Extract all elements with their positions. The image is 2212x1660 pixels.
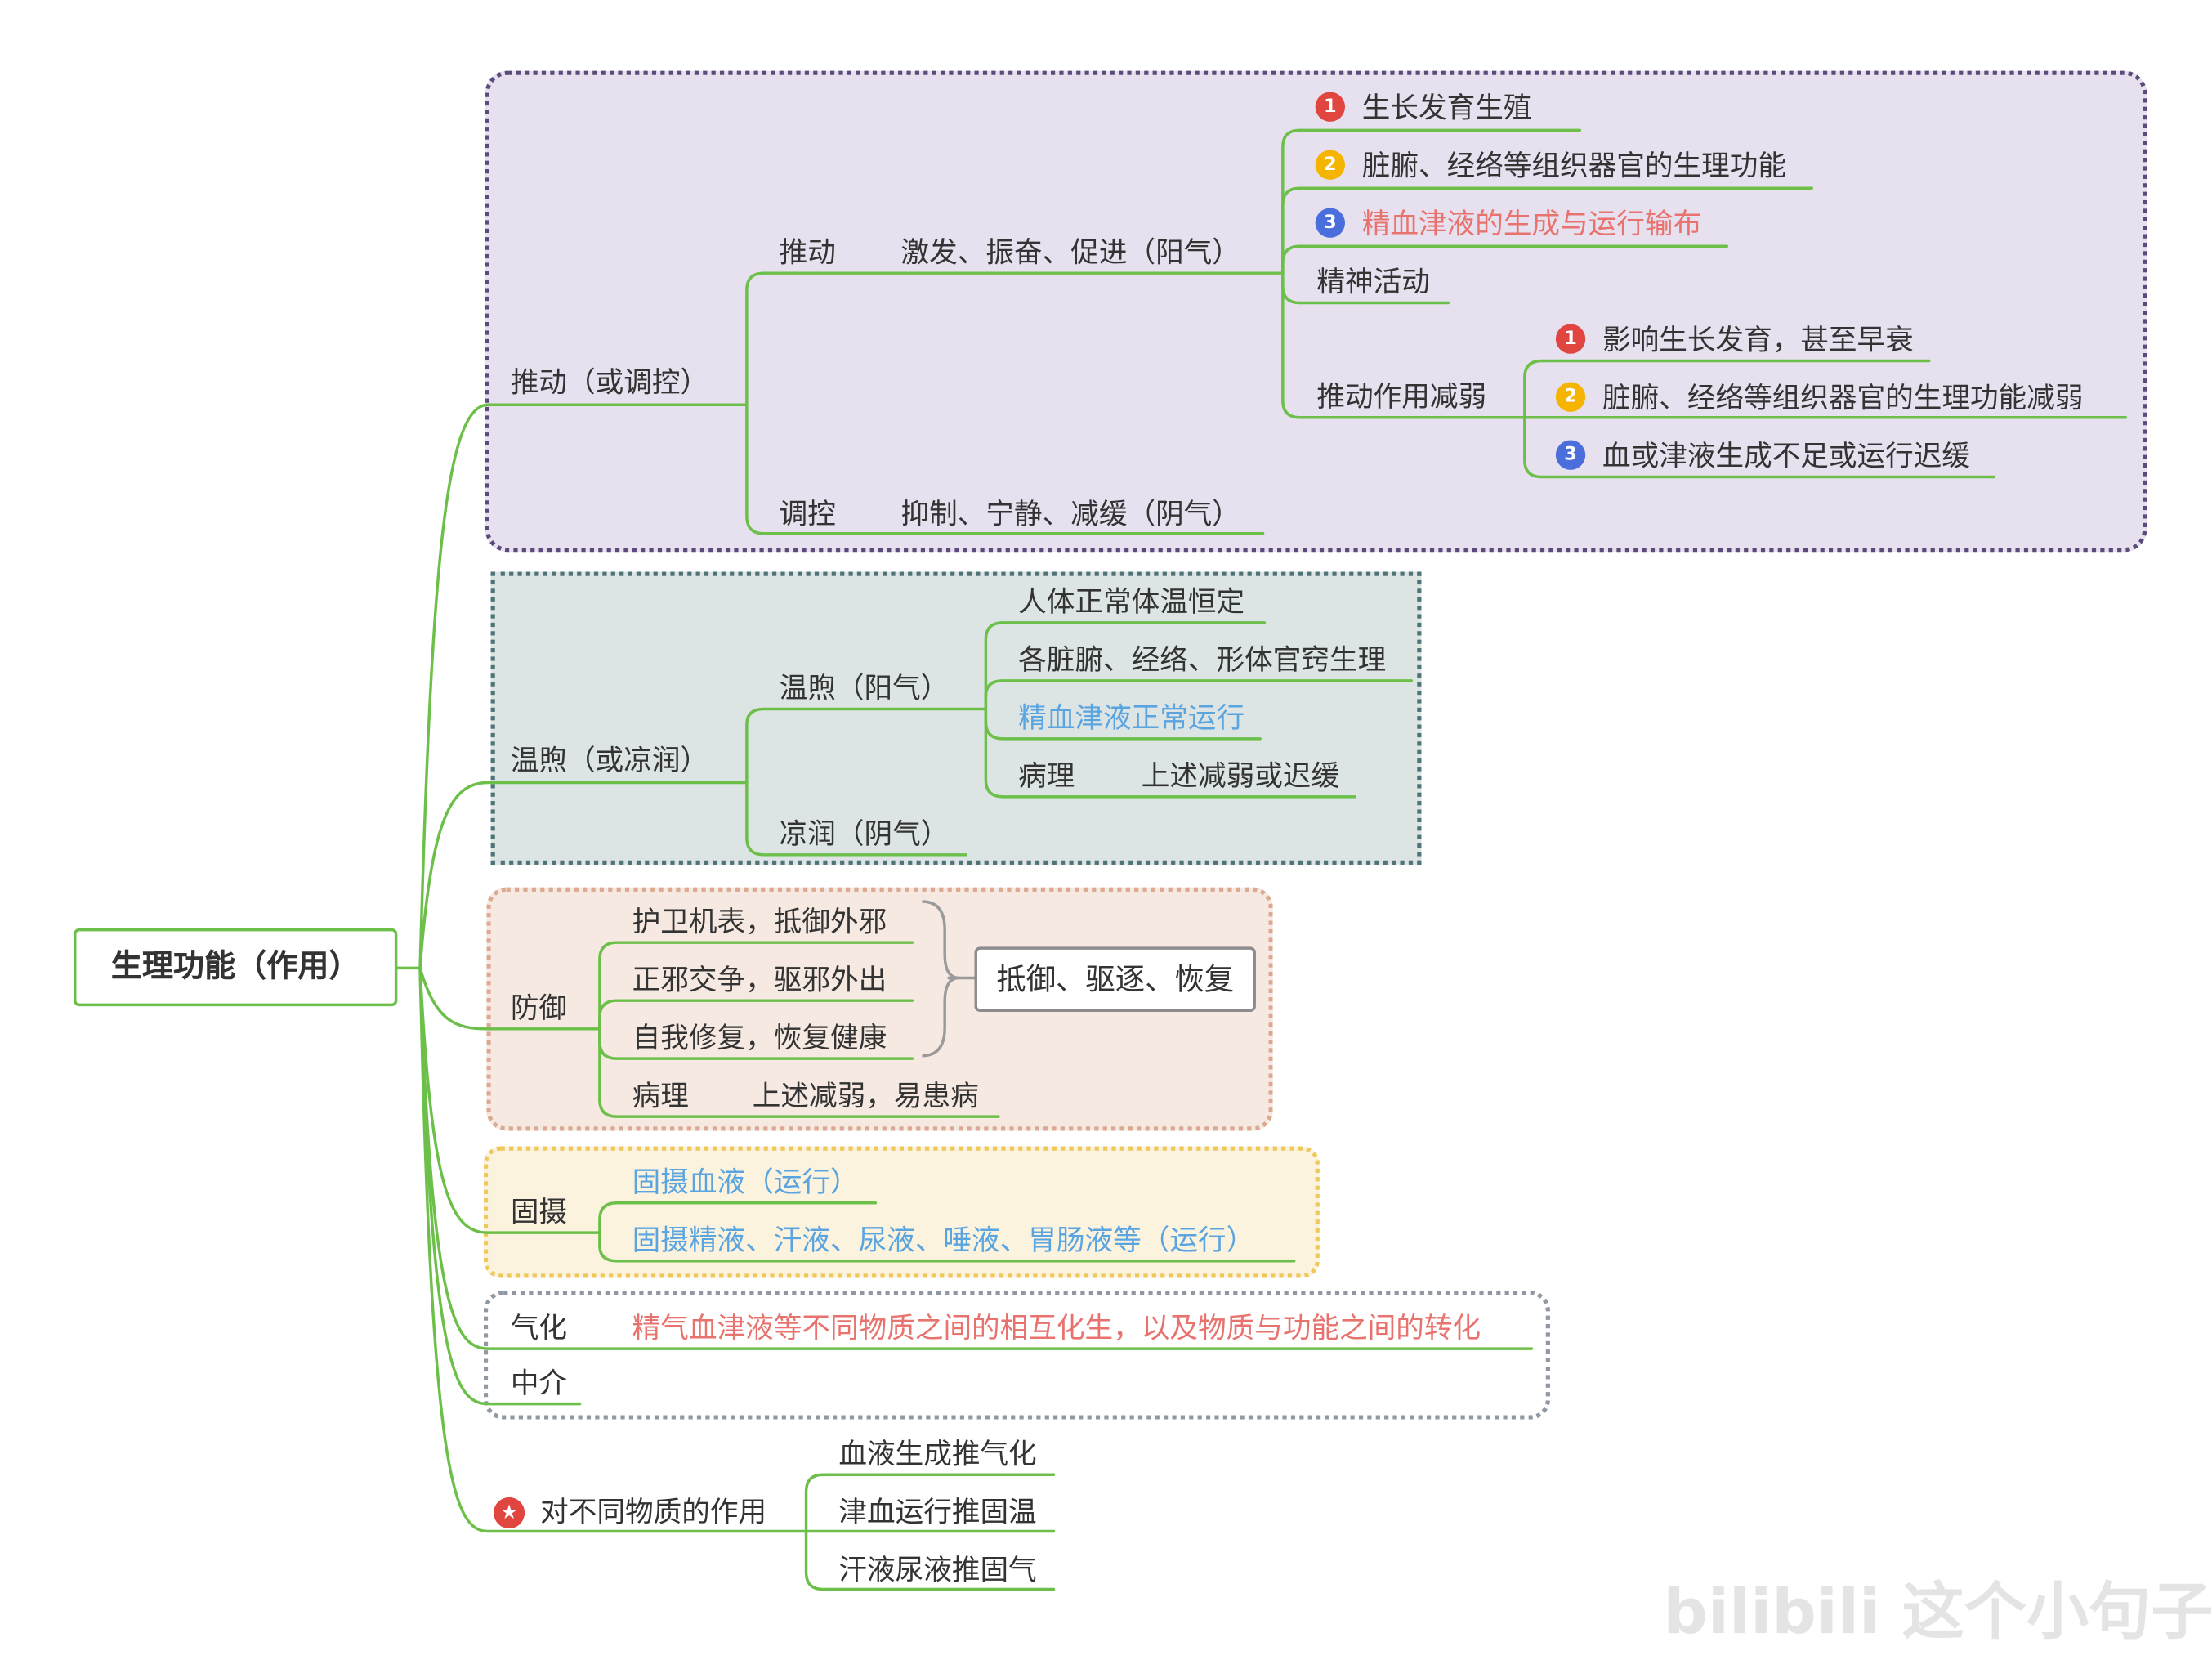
warm-item-2: 各脏腑、经络、形体官窍生理: [1018, 642, 1387, 677]
group-box-gushe: [483, 1146, 1320, 1278]
push-item-3: 精血津液的生成与运行输布: [1361, 206, 1702, 241]
group-box-qihua: [483, 1291, 1550, 1420]
node-fangyu: 防御: [510, 991, 568, 1025]
push-item-2: 脏腑、经络等组织器官的生理功能: [1361, 148, 1787, 183]
node-regulate-desc: 抑制、宁静、减缓（阴气）: [900, 496, 1240, 531]
node-zhongjie: 中介: [510, 1365, 568, 1400]
badge-3-icon: 3: [1555, 440, 1586, 470]
warm-patho-desc: 上述减弱或迟缓: [1141, 758, 1340, 793]
gushe-item-2: 固摄精液、汗液、尿液、唾液、胃肠液等（运行）: [632, 1223, 1255, 1257]
group-box-wenxu: [490, 571, 1422, 865]
fangyu-patho-desc: 上述减弱，易患病: [752, 1078, 979, 1112]
node-warm: 温煦（阳气）: [779, 670, 950, 705]
fangyu-patho-label: 病理: [632, 1078, 689, 1112]
fangyu-item-1: 护卫机表，抵御外邪: [632, 904, 887, 938]
node-push-weak: 推动作用减弱: [1316, 379, 1487, 414]
warm-item-1: 人体正常体温恒定: [1018, 584, 1245, 619]
node-cool: 凉润（阴气）: [779, 817, 950, 851]
qihua-desc: 精气血津液等不同物质之间的相互化生，以及物质与功能之间的转化: [632, 1310, 1481, 1345]
badge-3-icon: 3: [1315, 208, 1345, 238]
weak-item-3: 血或津液生成不足或运行迟缓: [1602, 438, 1971, 473]
push-item-4: 精神活动: [1316, 264, 1430, 299]
fangyu-summary-box: 抵御、驱逐、恢复: [974, 946, 1256, 1013]
gushe-item-1: 固摄血液（运行）: [632, 1165, 859, 1199]
star-icon: ★: [494, 1497, 525, 1529]
badge-2-icon: 2: [1555, 382, 1586, 412]
weak-item-1: 影响生长发育，甚至早衰: [1602, 322, 1914, 357]
warm-item-3: 精血津液正常运行: [1018, 700, 1245, 735]
node-wenxu: 温煦（或凉润）: [510, 743, 709, 777]
group-box-tuidong: [485, 70, 2147, 553]
fangyu-item-3: 自我修复，恢复健康: [632, 1020, 887, 1054]
push-item-1: 生长发育生殖: [1361, 90, 1532, 125]
node-tuidong: 推动（或调控）: [510, 365, 709, 400]
weak-item-2: 脏腑、经络等组织器官的生理功能减弱: [1602, 380, 2084, 415]
watermark: bilibili 这个小句子: [1663, 1576, 2212, 1649]
fangyu-item-2: 正邪交争，驱邪外出: [632, 962, 887, 996]
badge-1-icon: 1: [1555, 324, 1586, 354]
node-gushe: 固摄: [510, 1194, 568, 1228]
warm-patho-label: 病理: [1018, 758, 1075, 793]
substance-item-1: 血液生成推气化: [838, 1436, 1037, 1471]
node-push: 推动: [779, 235, 836, 269]
node-substances: 对不同物质的作用: [540, 1494, 767, 1529]
root-node: 生理功能（作用）: [74, 928, 398, 1007]
substance-item-3: 汗液尿液推固气: [838, 1552, 1037, 1587]
node-qihua: 气化: [510, 1310, 568, 1345]
substance-item-2: 津血运行推固温: [838, 1494, 1037, 1529]
node-regulate: 调控: [779, 496, 836, 531]
badge-2-icon: 2: [1315, 150, 1345, 180]
node-push-desc: 激发、振奋、促进（阳气）: [900, 235, 1240, 269]
badge-1-icon: 1: [1315, 92, 1345, 122]
